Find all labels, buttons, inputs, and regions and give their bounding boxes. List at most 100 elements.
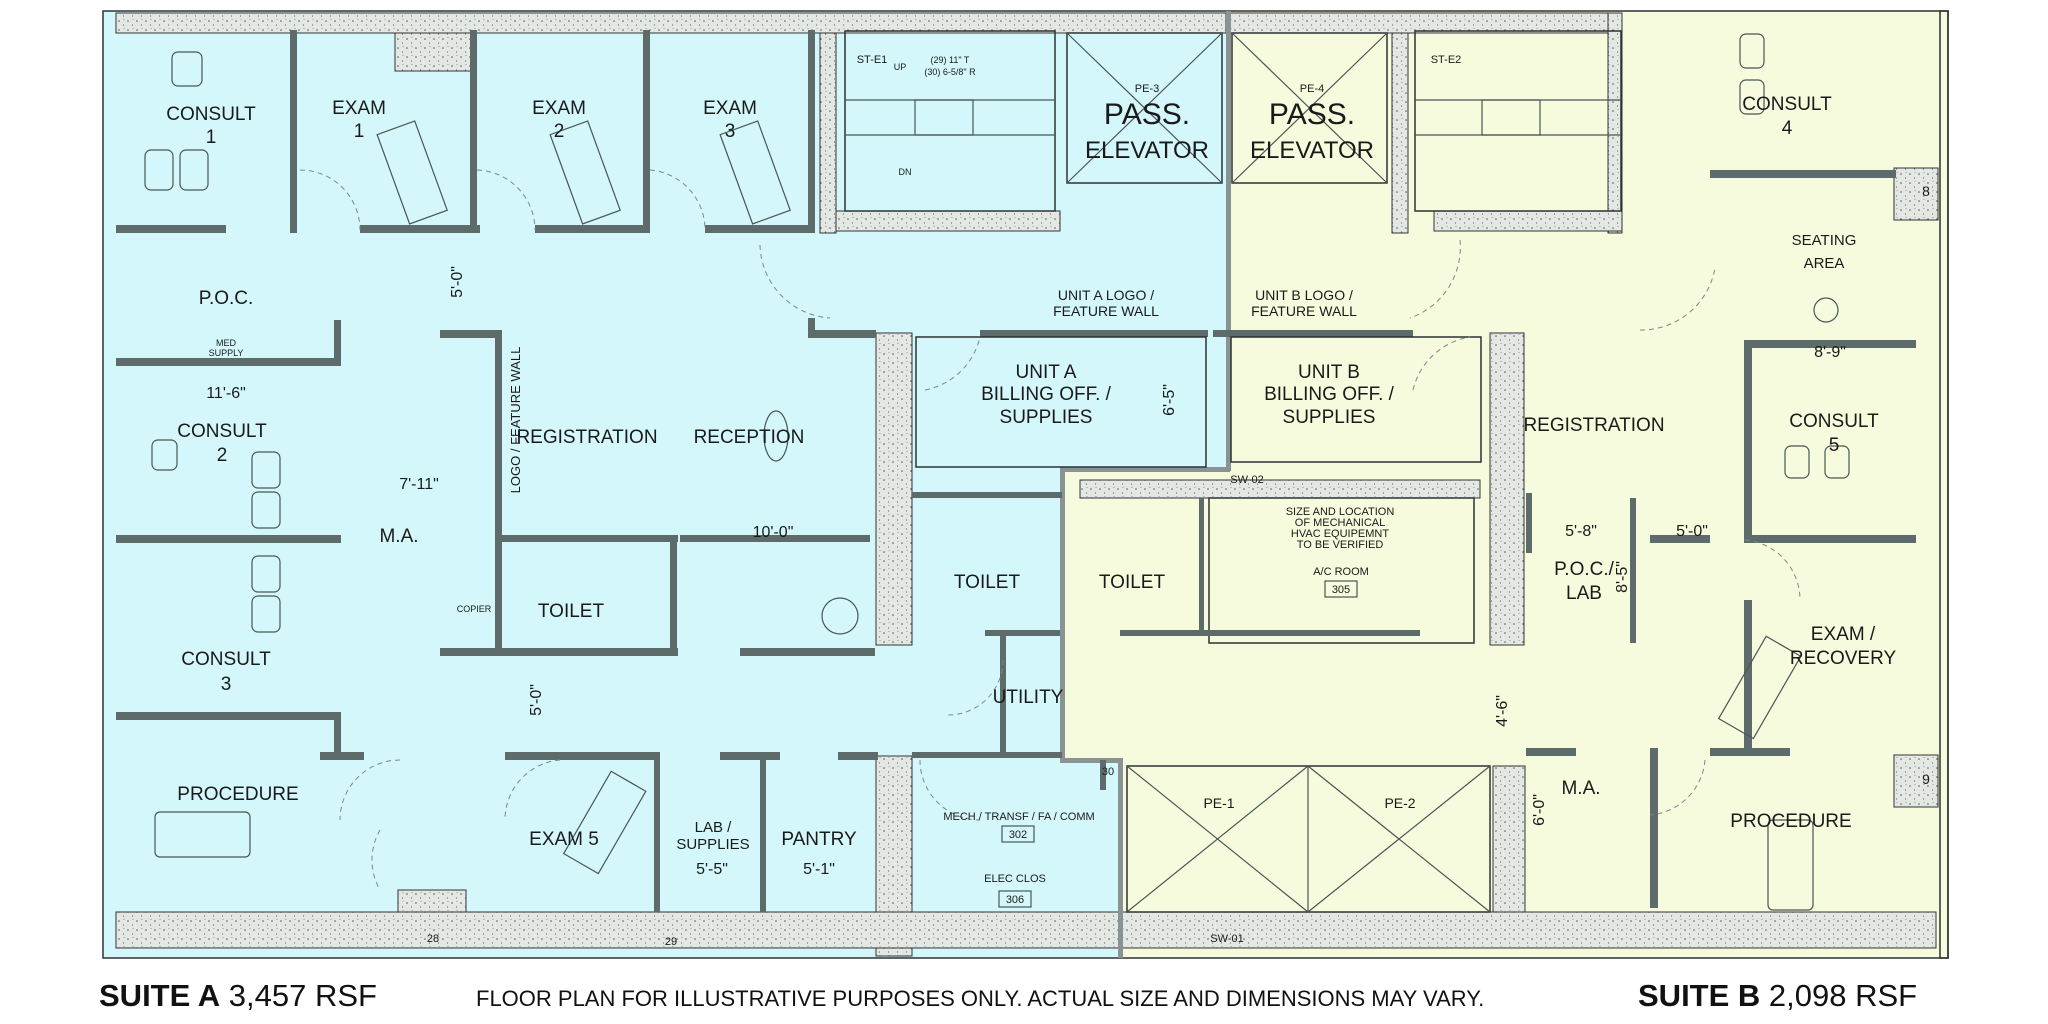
dimension-5-8: 5'-8" xyxy=(1565,523,1597,540)
stair-up-label: UP xyxy=(894,62,907,72)
partition-walls xyxy=(116,30,1916,913)
room-procedure-b: PROCEDURE xyxy=(1730,811,1851,832)
room-consult-2: CONSULT xyxy=(177,421,267,442)
room-exam-3-number: 3 xyxy=(725,121,736,142)
dimension-11-6: 11'-6" xyxy=(206,385,246,402)
hvac-note-3: HVAC EQUIPEMNT xyxy=(1291,528,1389,540)
furniture xyxy=(144,33,1850,911)
elevator-pe3-id: PE-3 xyxy=(1135,83,1159,95)
room-consult-5-number: 5 xyxy=(1829,435,1840,456)
room-unit-a-billing: UNIT A xyxy=(1016,362,1077,383)
hvac-note-2: OF MECHANICAL xyxy=(1295,517,1385,529)
room-utility: UTILITY xyxy=(993,687,1064,708)
room-toilet-a2: TOILET xyxy=(954,572,1021,593)
footer: SUITE A 3,457 RSF FLOOR PLAN FOR ILLUSTR… xyxy=(0,978,2048,1024)
dimension-8-9: 8'-9" xyxy=(1814,344,1846,361)
room-number-box-306 xyxy=(998,890,1032,908)
suite-a-area: 3,457 RSF xyxy=(228,978,377,1013)
room-consult-1: CONSULT xyxy=(166,104,256,125)
hvac-note-1: SIZE AND LOCATION xyxy=(1286,506,1395,518)
elevator-pe3-label: ELEVATOR xyxy=(1085,137,1209,164)
room-exam-recovery: EXAM / xyxy=(1811,624,1876,645)
room-number-305: 305 xyxy=(1332,584,1350,596)
room-exam-5: EXAM 5 xyxy=(529,829,599,850)
room-number-box-305 xyxy=(1324,580,1358,598)
copier-label: COPIER xyxy=(457,604,492,614)
elevator-pe4-label: ELEVATOR xyxy=(1250,137,1374,164)
room-toilet-b: TOILET xyxy=(1099,572,1166,593)
sw-02-label: SW-02 xyxy=(1230,474,1263,486)
dimension-6-5: 6'-5" xyxy=(1161,384,1178,416)
disclaimer: FLOOR PLAN FOR ILLUSTRATIVE PURPOSES ONL… xyxy=(476,986,1485,1011)
door-swings xyxy=(299,169,1801,891)
column-8: 8 xyxy=(1922,183,1930,199)
suite-boundary xyxy=(1060,11,1231,958)
room-registration-b: REGISTRATION xyxy=(1523,415,1664,436)
room-lab-supplies: LAB / xyxy=(695,819,733,836)
suite-a-area xyxy=(103,11,1228,958)
room-registration-a: REGISTRATION xyxy=(516,427,657,448)
room-number-306: 306 xyxy=(1006,894,1024,906)
room-consult-3-number: 3 xyxy=(221,674,232,695)
med-supply-label: MED xyxy=(216,338,237,348)
dimension-5-0-b: 5'-0" xyxy=(1676,523,1708,540)
suite-b-area: 2,098 RSF xyxy=(1768,978,1918,1013)
room-exam-2-number: 2 xyxy=(554,121,565,142)
dimension-5-1: 5'-1" xyxy=(803,861,835,878)
room-unit-b-billing: UNIT B xyxy=(1298,362,1360,383)
dimension-7-11: 7'-11" xyxy=(399,476,439,493)
window-wall xyxy=(1939,10,1949,959)
room-unit-b-billing-3: SUPPLIES xyxy=(1283,407,1376,428)
concrete-walls xyxy=(115,12,1939,957)
column-29: 29 xyxy=(665,936,677,948)
column-9: 9 xyxy=(1922,771,1930,787)
unit-a-logo-wall: UNIT A LOGO / xyxy=(1058,287,1154,303)
unit-a-feature-wall: FEATURE WALL xyxy=(1053,303,1159,319)
med-supply-label-2: SUPPLY xyxy=(209,348,244,358)
room-pantry: PANTRY xyxy=(781,829,857,850)
dimension-5-0-lower: 5'-0" xyxy=(528,684,545,716)
room-consult-5: CONSULT xyxy=(1789,411,1879,432)
dimension-8-5: 8'-5" xyxy=(1614,561,1631,593)
hvac-note-4: TO BE VERIFIED xyxy=(1297,539,1384,551)
dimension-5-5: 5'-5" xyxy=(696,861,728,878)
seating-area-label-2: AREA xyxy=(1804,255,1845,272)
suite-b-name: SUITE B xyxy=(1638,978,1761,1013)
suite-a-summary: SUITE A 3,457 RSF xyxy=(99,978,377,1014)
core xyxy=(844,30,1622,212)
dimension-6-0: 6'-0" xyxy=(1531,794,1548,826)
dimension-5-0-upper: 5'-0" xyxy=(449,266,466,298)
room-poc-lab: P.O.C./ xyxy=(1554,559,1615,580)
suite-b-summary: SUITE B 2,098 RSF xyxy=(1638,978,1917,1014)
room-consult-1-number: 1 xyxy=(206,127,217,148)
room-unit-b-billing-2: BILLING OFF. / xyxy=(1264,384,1395,405)
room-exam-recovery-2: RECOVERY xyxy=(1790,648,1897,669)
room-unit-a-billing-2: BILLING OFF. / xyxy=(981,384,1112,405)
column-28: 28 xyxy=(427,933,439,945)
room-reception: RECEPTION xyxy=(694,427,805,448)
room-exam-1: EXAM xyxy=(332,98,386,119)
elevator-pe3-pass: PASS. xyxy=(1104,98,1190,131)
room-poc-lab-2: LAB xyxy=(1566,583,1602,604)
room-poc: P.O.C. xyxy=(199,288,254,309)
dimension-4-6: 4'-6" xyxy=(1494,695,1511,727)
room-mech: MECH / TRANSF / FA / COMM xyxy=(943,811,1094,823)
dimension-10-0: 10'-0" xyxy=(753,524,794,541)
stair-tread-label: (29) 11" T xyxy=(931,55,970,65)
room-elec-clos: ELEC CLOS xyxy=(984,873,1046,885)
room-number-box-302 xyxy=(1001,825,1035,843)
unit-b-feature-wall: FEATURE WALL xyxy=(1251,303,1357,319)
elevator-pe4-id: PE-4 xyxy=(1300,83,1324,95)
logo-feature-wall-label: LOGO / FEATURE WALL xyxy=(508,347,523,494)
suite-a-name: SUITE A xyxy=(99,978,221,1013)
room-exam-1-number: 1 xyxy=(354,121,365,142)
seating-area-label: SEATING xyxy=(1792,232,1857,249)
unit-b-logo-wall: UNIT B LOGO / xyxy=(1255,287,1353,303)
room-ma-b: M.A. xyxy=(1561,778,1600,799)
elevator-pe1: PE-1 xyxy=(1203,795,1234,811)
room-procedure-a: PROCEDURE xyxy=(177,784,298,805)
room-lab-supplies-2: SUPPLIES xyxy=(676,836,749,853)
room-consult-2-number: 2 xyxy=(217,445,228,466)
room-ac: A/C ROOM xyxy=(1313,566,1369,578)
